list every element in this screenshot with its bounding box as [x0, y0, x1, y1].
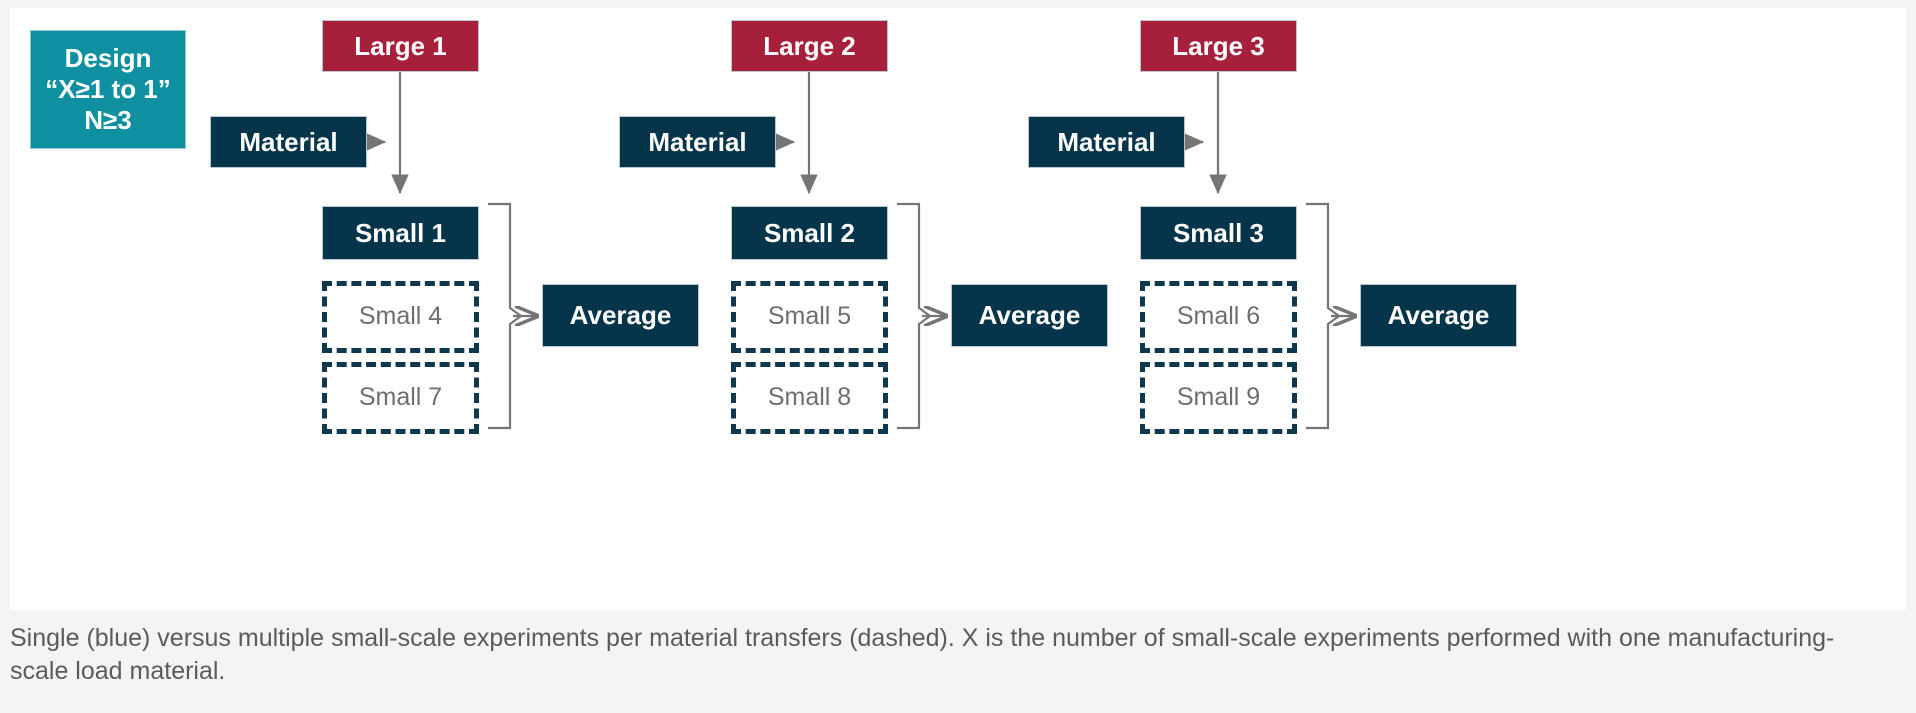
small-dashed-box-2a: Small 5	[731, 281, 888, 353]
bracket-3	[1306, 202, 1341, 430]
material-box-3: Material	[1028, 116, 1185, 168]
large-box-1: Large 1	[322, 20, 479, 72]
bracket-2	[897, 202, 932, 430]
small-solid-box-3: Small 3	[1140, 206, 1297, 260]
small-dashed-box-1a: Small 4	[322, 281, 479, 353]
large-box-2: Large 2	[731, 20, 888, 72]
figure-caption: Single (blue) versus multiple small-scal…	[10, 624, 1835, 685]
design-box: Design “X≥1 to 1” N≥3	[30, 30, 186, 149]
design-box-line-3: N≥3	[84, 104, 132, 135]
material-box-1: Material	[210, 116, 367, 168]
small-solid-box-1: Small 1	[322, 206, 479, 260]
small-solid-box-2: Small 2	[731, 206, 888, 260]
small-dashed-box-2b: Small 8	[731, 362, 888, 434]
design-box-line-1: Design	[64, 43, 152, 74]
design-box-line-2: “X≥1 to 1”	[45, 74, 171, 105]
top-strip	[0, 0, 1916, 8]
large-box-3: Large 3	[1140, 20, 1297, 72]
material-box-2: Material	[619, 116, 776, 168]
average-box-1: Average	[542, 284, 699, 347]
figure-canvas: Design “X≥1 to 1” N≥3 Large 1 Material S…	[10, 8, 1906, 610]
average-box-3: Average	[1360, 284, 1517, 347]
small-dashed-box-1b: Small 7	[322, 362, 479, 434]
small-dashed-box-3b: Small 9	[1140, 362, 1297, 434]
bracket-1	[488, 202, 523, 430]
average-box-2: Average	[951, 284, 1108, 347]
small-dashed-box-3a: Small 6	[1140, 281, 1297, 353]
